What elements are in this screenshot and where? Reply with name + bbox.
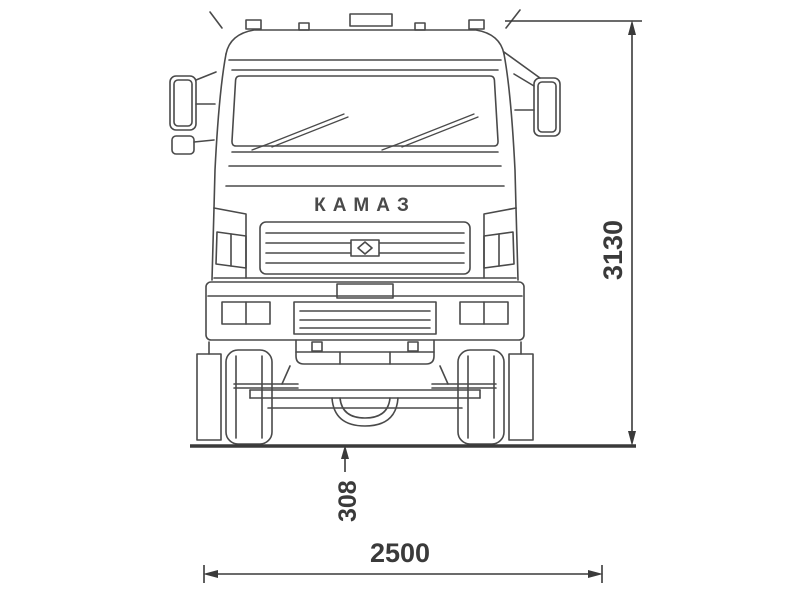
mirror-right (503, 51, 561, 137)
cab-side-left (213, 53, 227, 209)
cab-side-right (503, 53, 517, 209)
arrow-right-icon (588, 570, 603, 578)
height-value: 3130 (598, 220, 628, 280)
shock-right (439, 365, 449, 385)
bumper-intake (293, 301, 437, 335)
arrow-left-icon (203, 570, 218, 578)
tow-hook-left (311, 341, 323, 352)
marker-lamp-left (245, 19, 262, 30)
mirror-left (169, 71, 217, 155)
height-dimension (505, 20, 642, 446)
wheel-right (457, 349, 505, 445)
spot-mirror-left (171, 135, 195, 155)
front-axle (233, 365, 497, 427)
cab-roof (209, 9, 521, 71)
headlight-right (483, 231, 515, 269)
arrow-up-icon (341, 445, 349, 459)
windshield (231, 75, 499, 151)
marker-lamp-right (468, 19, 485, 30)
width-dimension (203, 565, 603, 583)
shock-left (281, 365, 291, 385)
tow-hook-right (407, 341, 419, 352)
grille-badge (350, 239, 380, 257)
grille (259, 221, 471, 275)
kamaz-lettering: КАМАЗ (314, 195, 416, 216)
ground-clearance-value: 308 (334, 480, 362, 522)
wiper-left (251, 113, 349, 151)
wiper-right (381, 113, 479, 151)
headlight-left (215, 231, 247, 269)
antenna-left (209, 11, 223, 29)
differential-housing (331, 397, 399, 427)
bumper (205, 281, 525, 341)
arrow-down-icon (628, 431, 636, 446)
mud-flap-right (508, 341, 534, 441)
license-plate (336, 283, 394, 299)
wheel-left (225, 349, 273, 445)
antenna-right (505, 9, 521, 29)
arrow-up-icon (628, 20, 636, 35)
ground-clearance-dimension (341, 445, 349, 472)
front-guard (295, 339, 435, 365)
mud-flap-left (196, 341, 222, 441)
roof-air-intake (349, 13, 393, 27)
truck-drawing (169, 9, 561, 445)
width-value: 2500 (370, 538, 430, 568)
